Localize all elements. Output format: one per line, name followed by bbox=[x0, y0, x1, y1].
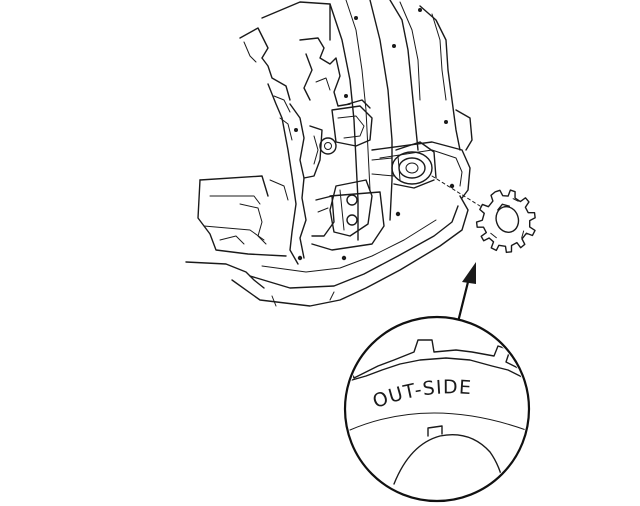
detail-callout-circle bbox=[343, 315, 531, 503]
leader-arrow bbox=[456, 262, 476, 324]
installation-line bbox=[431, 175, 481, 207]
engine-block bbox=[185, 0, 473, 307]
crankshaft-sprocket bbox=[475, 189, 536, 254]
